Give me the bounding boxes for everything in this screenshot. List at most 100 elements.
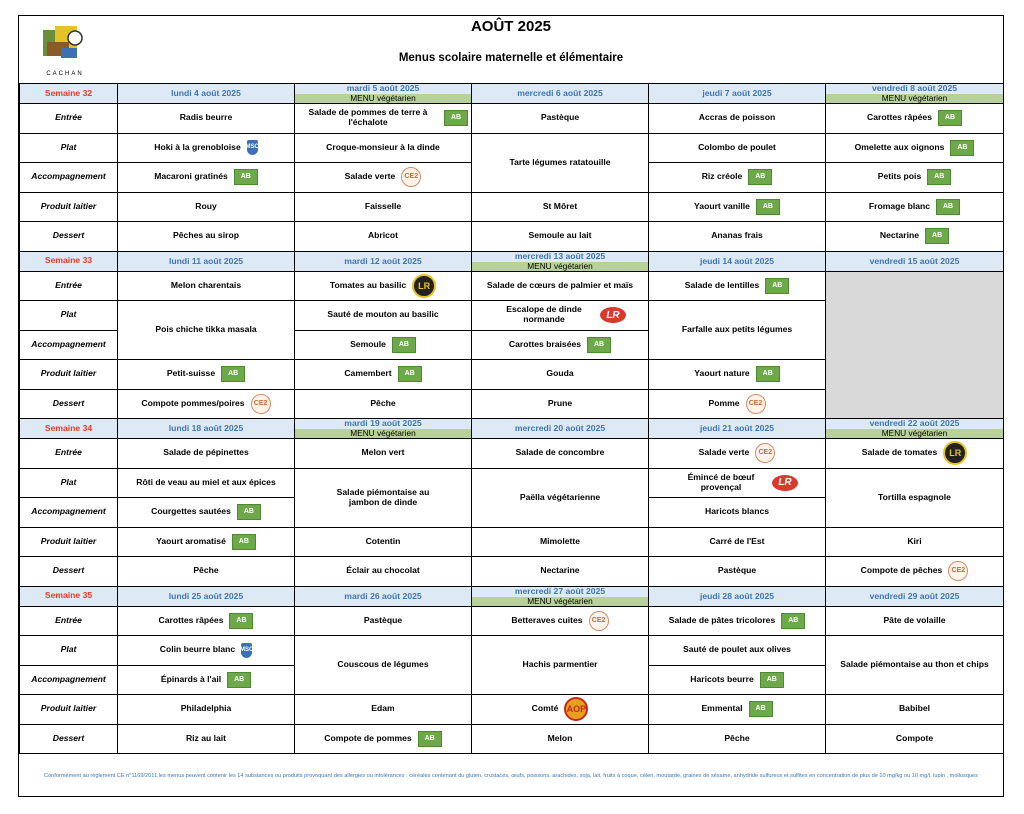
day-header: jeudi 7 août 2025 xyxy=(648,83,826,104)
day-name: lundi 11 août 2025 xyxy=(168,255,244,266)
dish-cell: Couscous de légumes xyxy=(294,635,472,695)
dish-cell: Sauté de mouton au basilic xyxy=(294,300,472,331)
dish-cell: Croque-monsieur à la dinde xyxy=(294,132,472,163)
row-label: Dessert xyxy=(19,723,118,754)
day-header: jeudi 21 août 2025 xyxy=(648,418,826,439)
day-header: jeudi 28 août 2025 xyxy=(648,585,826,607)
menu-table: Semaine 32 lundi 4 août 2025 mardi 5 aoû… xyxy=(19,83,1004,754)
day-name: jeudi 28 août 2025 xyxy=(699,590,775,601)
day-header: vendredi 15 août 2025 xyxy=(825,250,1004,272)
dish-cell: Pois chiche tikka masala xyxy=(117,300,295,360)
row-label: Entrée xyxy=(19,270,118,301)
organic-bio-icon: AB xyxy=(236,504,261,521)
veg-menu-badge: MENU végétarien xyxy=(472,596,648,605)
dish-text: Yaourt nature xyxy=(694,368,750,379)
organic-bio-icon: AB xyxy=(937,110,962,127)
dish-text: Épinards à l'ail xyxy=(160,673,222,684)
dish-cell: Melon charentais xyxy=(117,270,295,301)
dish-text: Pomme xyxy=(708,397,740,408)
week-label: Semaine 35 xyxy=(19,585,118,607)
dish-text: Camembert xyxy=(344,368,392,379)
dish-text: Compote de pommes xyxy=(324,732,412,743)
dish-text: Salade verte xyxy=(344,171,396,182)
day-header: lundi 18 août 2025 xyxy=(117,418,295,439)
row-label: Dessert xyxy=(19,221,118,252)
row-label: Dessert xyxy=(19,388,118,419)
day-name: mardi 5 août 2025 xyxy=(346,83,420,94)
day-header: lundi 4 août 2025 xyxy=(117,83,295,104)
organic-bio-icon: AB xyxy=(233,169,258,186)
dish-text: Carottes râpées xyxy=(158,614,224,625)
organic-bio-icon: AB xyxy=(391,336,416,353)
week-header-row: Semaine 33 lundi 11 août 2025 mardi 12 a… xyxy=(19,250,1004,272)
dish-text: Courgettes sautées xyxy=(151,506,231,517)
dish-cell: Riz au lait xyxy=(117,723,295,754)
row-label: Entrée xyxy=(19,438,118,469)
row-label: Plat xyxy=(19,300,118,331)
dish-text: Nectarine xyxy=(879,230,920,241)
dish-cell: Mimolette xyxy=(471,526,649,557)
msc-fish-icon: MSC xyxy=(240,642,253,658)
dish-cell: Tarte légumes ratatouille xyxy=(471,132,649,193)
day-name: vendredi 29 août 2025 xyxy=(869,590,960,601)
dish-cell: Melon vert xyxy=(294,438,472,469)
dish-cell: Farfalle aux petits légumes xyxy=(648,300,826,360)
dish-cell: Radis beurre xyxy=(117,103,295,134)
organic-bio-icon: AB xyxy=(231,533,256,550)
dish-text: Compote pommes/poires xyxy=(141,397,245,408)
dish-text: Hoki à la grenobloise xyxy=(154,141,241,152)
row-label: Produit laitier xyxy=(19,694,118,725)
dish-cell: Semoule au lait xyxy=(471,221,649,252)
dish-cell: Salade piémontaise au jambon de dinde xyxy=(294,467,472,528)
dish-text: Compote de pêches xyxy=(860,565,943,576)
dish-cell: Paëlla végétarienne xyxy=(471,467,649,528)
menu-row-entree: Entrée Melon charentais Tomates au basil… xyxy=(19,270,1004,419)
organic-bio-icon: AB xyxy=(229,612,254,629)
week-header-row: Semaine 35 lundi 25 août 2025 mardi 26 a… xyxy=(19,585,1004,607)
organic-bio-icon: AB xyxy=(925,228,950,245)
dish-cell: Rouy xyxy=(117,191,295,222)
day-name: mercredi 6 août 2025 xyxy=(517,88,603,98)
dish-text: Emmental xyxy=(701,703,743,714)
row-label: Accompagnement xyxy=(19,497,118,528)
day-name: jeudi 14 août 2025 xyxy=(699,255,775,266)
dish-cell: Colombo de poulet xyxy=(648,132,826,163)
dish-text: Salade de tomates xyxy=(861,447,938,458)
dish-cell: Salade piémontaise au thon et chips xyxy=(825,635,1004,695)
row-label: Accompagnement xyxy=(19,329,118,360)
dish-text: Omelette aux oignons xyxy=(854,141,945,152)
dish-text: Riz créole xyxy=(701,171,743,182)
dish-cell: Pêche xyxy=(117,556,295,587)
dish-text: Fromage blanc xyxy=(868,200,931,211)
organic-bio-icon: AB xyxy=(748,169,773,186)
day-name: mercredi 20 août 2025 xyxy=(514,423,606,433)
menu-row-plat: Plat Pois chiche tikka masala Sauté de m… xyxy=(19,300,1004,360)
dish-cell: Prune xyxy=(471,388,649,419)
dish-cell: Sauté de poulet aux olives xyxy=(648,635,826,666)
allergen-footer-note: Conformément au règlement CE n°1169/2011… xyxy=(44,773,978,779)
day-header: mercredi 6 août 2025 xyxy=(471,83,649,104)
label-rouge-icon: LR xyxy=(772,474,798,491)
dish-text: Carottes râpées xyxy=(867,112,932,123)
organic-bio-icon: AB xyxy=(765,277,790,294)
dish-cell: Salade de pépinettes xyxy=(117,438,295,469)
day-header: mardi 12 août 2025 xyxy=(294,250,472,272)
